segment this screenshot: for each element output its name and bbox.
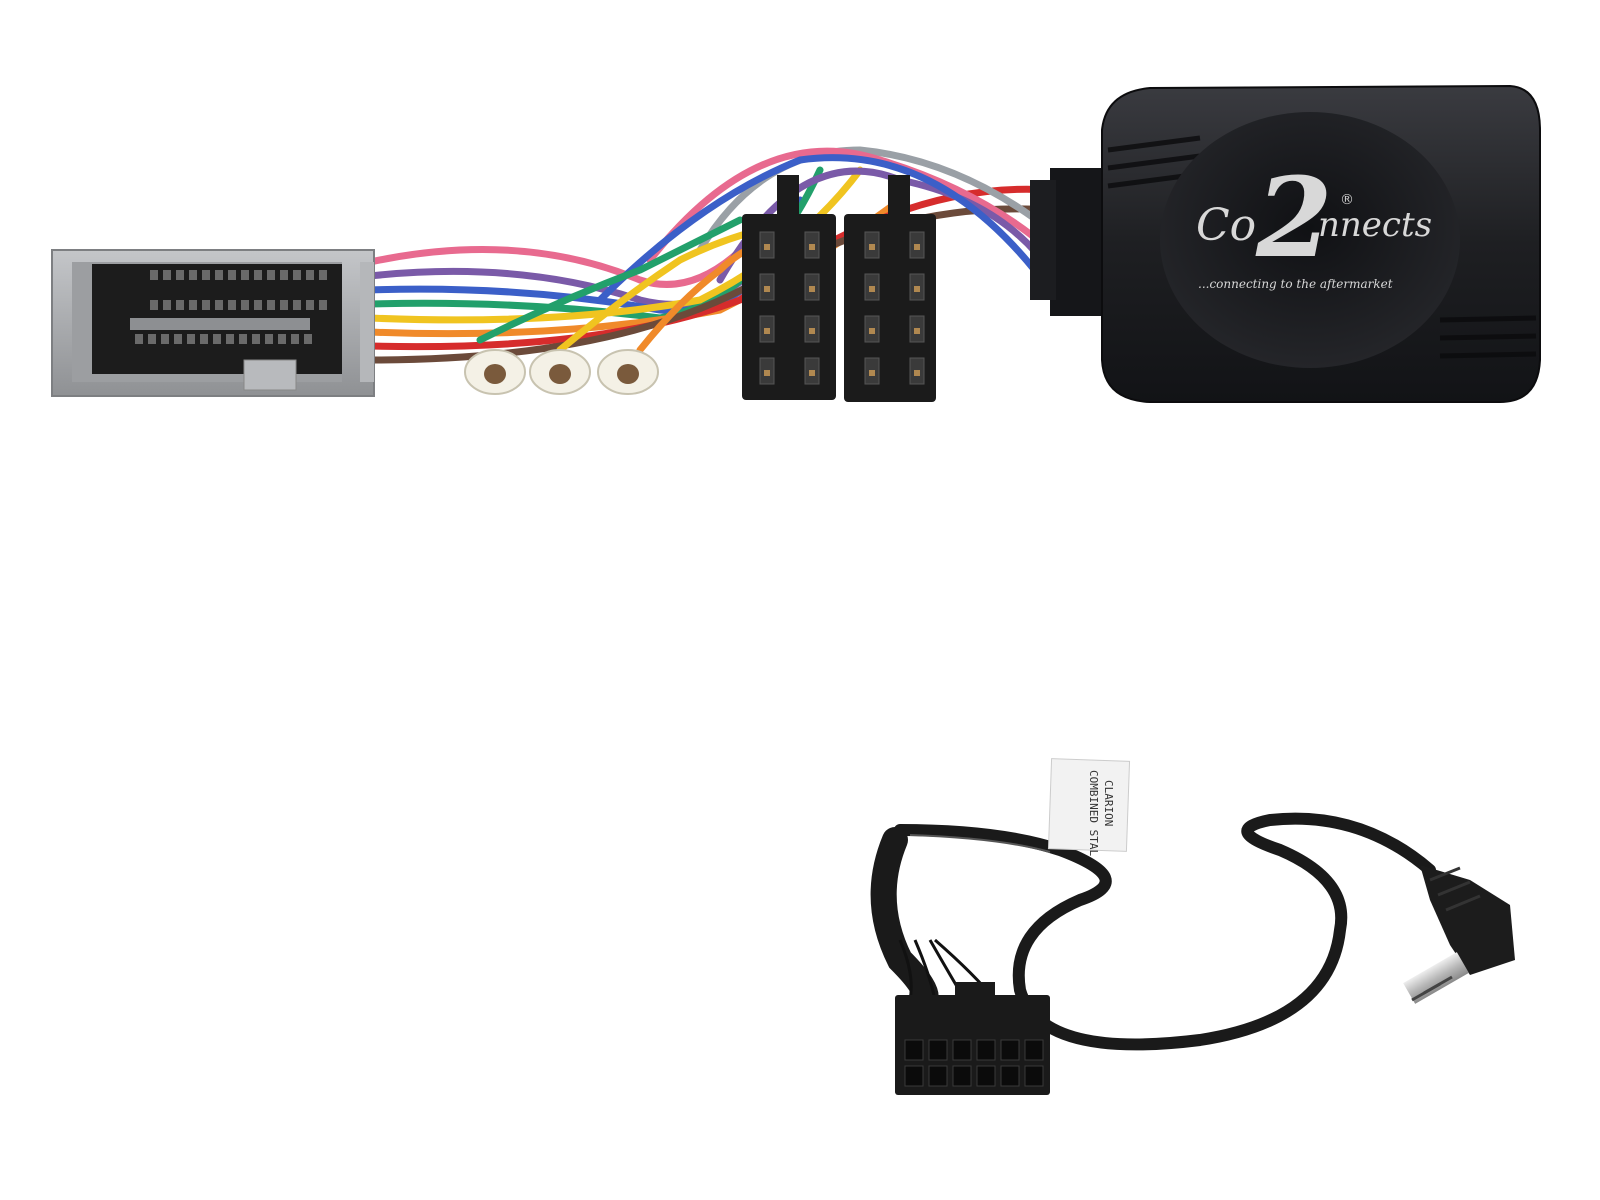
patch-lead-connector-icon — [895, 982, 1050, 1095]
patch-pin — [976, 1065, 996, 1087]
oem-pin — [189, 300, 197, 310]
oem-pin — [228, 300, 236, 310]
oem-pin — [280, 300, 288, 310]
patch-pin — [1024, 1065, 1044, 1087]
patch-pin — [1000, 1039, 1020, 1061]
aerial-connector-pin — [617, 364, 639, 384]
oem-pin — [228, 270, 236, 280]
patch-pin — [928, 1039, 948, 1061]
patch-lead: CLARION COMBINED STAL — [870, 758, 1436, 1051]
oem-pin — [200, 334, 208, 344]
iso-pin-contact — [809, 370, 815, 376]
patch-pin — [952, 1065, 972, 1087]
oem-pin — [215, 300, 223, 310]
oem-pin — [215, 270, 223, 280]
patch-pin — [904, 1039, 924, 1061]
wire — [596, 154, 1054, 304]
oem-pin — [265, 334, 273, 344]
iso-connector-icon — [742, 175, 936, 402]
logo-brand-mark: 2 — [1255, 153, 1333, 282]
patch-pin — [952, 1039, 972, 1061]
patch-pin — [976, 1039, 996, 1061]
aerial-connector-pin — [549, 364, 571, 384]
oem-pin — [176, 270, 184, 280]
oem-pin — [252, 334, 260, 344]
iso-pin-contact — [869, 244, 875, 250]
iso-pin-contact — [914, 286, 920, 292]
oem-pin — [135, 334, 143, 344]
iso-pin-contact — [809, 244, 815, 250]
logo-tagline: ...connecting to the aftermarket — [1198, 277, 1393, 291]
oem-pin — [148, 334, 156, 344]
logo-brand-right: nnects — [1318, 205, 1432, 245]
iso-pin-grid — [759, 231, 925, 385]
patch-pin — [928, 1065, 948, 1087]
oem-pin — [293, 300, 301, 310]
oem-pin — [293, 270, 301, 280]
oem-pin — [176, 300, 184, 310]
iso-pin-contact — [869, 328, 875, 334]
oem-pin — [319, 300, 327, 310]
jack-plug-icon — [1403, 865, 1515, 1004]
oem-pin — [306, 270, 314, 280]
iso-pin-contact — [914, 370, 920, 376]
iso-pin-contact — [869, 286, 875, 292]
oem-pin — [161, 334, 169, 344]
oem-pin — [319, 270, 327, 280]
oem-pin — [304, 334, 312, 344]
aerial-connector-pin — [484, 364, 506, 384]
oem-pin — [239, 334, 247, 344]
oem-pin — [150, 300, 158, 310]
wire — [476, 216, 744, 344]
iso-pin-contact — [764, 286, 770, 292]
oem-pin — [254, 270, 262, 280]
cable-tag: CLARION COMBINED STAL — [1047, 758, 1131, 856]
oem-pin — [213, 334, 221, 344]
iso-pin-contact — [869, 370, 875, 376]
oem-pin — [267, 270, 275, 280]
oem-pin — [187, 334, 195, 344]
oem-pin — [226, 334, 234, 344]
logo-registered: ® — [1340, 192, 1354, 208]
oem-pin — [280, 270, 288, 280]
iso-pin-contact — [764, 328, 770, 334]
oem-pin — [150, 270, 158, 280]
iso-pin-contact — [809, 328, 815, 334]
wire — [696, 146, 1054, 254]
oem-pin-row — [135, 270, 327, 344]
iso-pin-contact — [914, 244, 920, 250]
iso-pin-contact — [914, 328, 920, 334]
oem-pin — [174, 334, 182, 344]
oem-pin — [306, 300, 314, 310]
oem-harness-connector-icon — [51, 249, 375, 397]
aerial-connector-group — [464, 349, 659, 395]
oem-pin — [202, 300, 210, 310]
patch-pin-grid — [904, 1039, 1044, 1087]
wire-bundle — [366, 146, 1054, 364]
patch-pin — [1000, 1065, 1020, 1087]
oem-pin — [241, 300, 249, 310]
patch-pin — [904, 1065, 924, 1087]
oem-pin — [267, 300, 275, 310]
oem-pin — [163, 300, 171, 310]
iso-pin-contact — [764, 370, 770, 376]
logo-disc — [1160, 112, 1460, 368]
iso-pin-contact — [764, 244, 770, 250]
oem-pin — [163, 270, 171, 280]
logo-brand-left: Co — [1196, 200, 1256, 251]
interface-module-icon: Co 2 nnects ® ...connecting to the after… — [1030, 84, 1541, 403]
cable-tag-line1: CLARION — [1102, 780, 1115, 826]
patch-pin — [1024, 1039, 1044, 1061]
oem-pin — [278, 334, 286, 344]
oem-pin — [254, 300, 262, 310]
oem-pin — [189, 270, 197, 280]
wire — [556, 226, 764, 354]
iso-pin-contact — [809, 286, 815, 292]
oem-pin — [291, 334, 299, 344]
oem-pin — [202, 270, 210, 280]
oem-pin — [241, 270, 249, 280]
cable-tag-line2: COMBINED STAL — [1087, 770, 1100, 856]
